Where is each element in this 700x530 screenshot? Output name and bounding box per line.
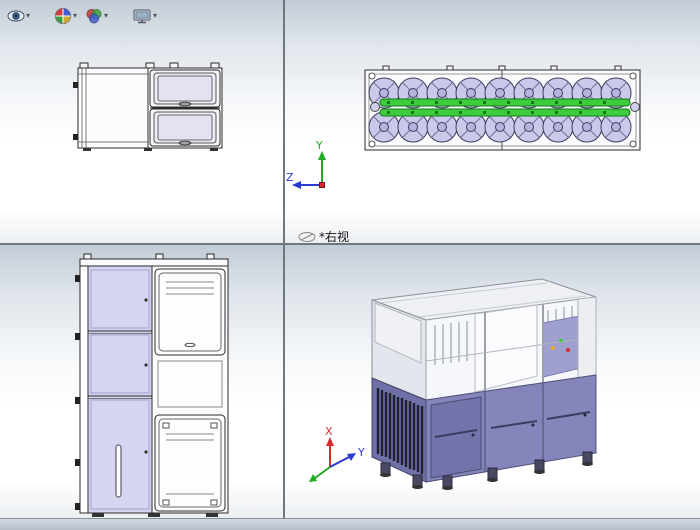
door-handle-slot (115, 444, 122, 498)
orientation-sphere-icon (55, 8, 72, 24)
window-bottom-edge (0, 518, 700, 530)
side-view-machine (73, 62, 223, 151)
appearance-balls-icon (86, 9, 102, 24)
green-conveyor-rails (370, 98, 640, 117)
view-orientation-label: *右视 (298, 229, 349, 243)
view-name-text: *右视 (319, 229, 349, 243)
viewport-bottom-left[interactable] (0, 245, 283, 518)
monitor-icon (133, 9, 151, 24)
axis-label-y: Y (315, 139, 323, 152)
fan-circle (426, 111, 458, 143)
viewport-top-left[interactable] (0, 0, 283, 243)
edit-appearance-button[interactable]: ▾ (82, 5, 111, 27)
fan-circle (600, 111, 632, 143)
side-view-drawing (73, 62, 223, 151)
dropdown-caret-icon[interactable]: ▾ (73, 11, 78, 20)
front-view-machine (75, 253, 229, 517)
hide-show-items-button[interactable]: ▾ (4, 5, 33, 27)
fan-circle (513, 111, 545, 143)
fan-circle (571, 111, 603, 143)
base-door-left (430, 396, 482, 479)
axis-label-y: Y (357, 446, 365, 459)
top-view-machine (364, 65, 641, 151)
axis-label-x: X (325, 425, 333, 438)
vent-grille (376, 388, 424, 474)
viewport-splitter-horizontal[interactable] (0, 243, 700, 245)
isometric-machine (371, 278, 597, 490)
dropdown-caret-icon[interactable]: ▾ (26, 11, 31, 20)
viewport-top-right[interactable]: Y Z *右视 (285, 0, 700, 243)
view-orientation-button[interactable]: ▾ (51, 5, 80, 27)
front-view-drawing (75, 253, 229, 517)
machine-feet (380, 451, 593, 490)
eye-icon (7, 10, 25, 22)
dropdown-caret-icon[interactable]: ▾ (104, 11, 109, 20)
dropdown-caret-icon[interactable]: ▾ (153, 11, 158, 20)
display-style-button[interactable]: ▾ (129, 5, 160, 27)
cage-end-frame (577, 296, 597, 379)
fan-row-bottom (368, 111, 632, 143)
viewport-bottom-right[interactable]: X Y (285, 245, 700, 518)
reference-triad: X Y (309, 425, 365, 482)
axis-label-z: Z (286, 171, 294, 184)
viewport-splitter-vertical[interactable] (283, 0, 285, 518)
view-toolbar: ▾ ▾ ▾ (4, 4, 160, 28)
fan-circle (397, 111, 429, 143)
fan-circle (455, 111, 487, 143)
cage-door-panel (474, 304, 538, 393)
reference-triad: Y Z (286, 139, 326, 189)
